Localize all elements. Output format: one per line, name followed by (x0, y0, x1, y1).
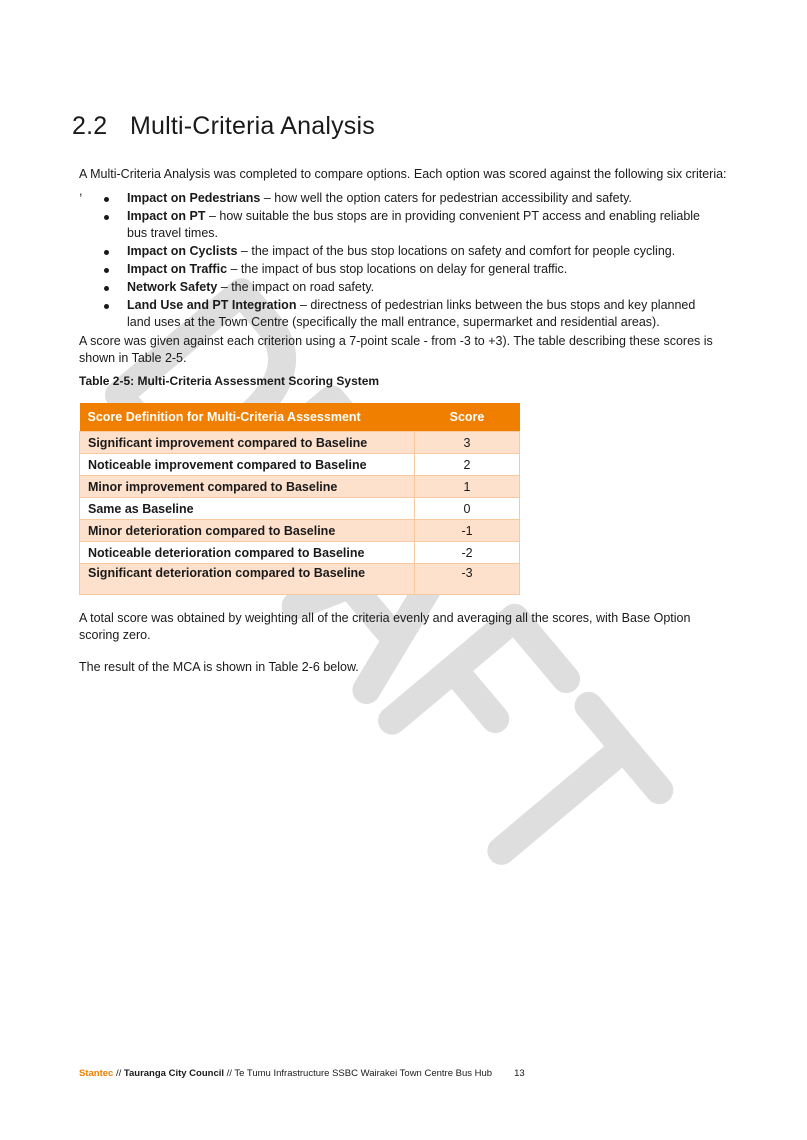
section-heading: 2.2 Multi-Criteria Analysis (72, 112, 375, 141)
bullet-icon (104, 268, 109, 273)
criterion-term: Impact on Pedestrians (127, 191, 261, 205)
page-number: 13 (514, 1068, 525, 1079)
definition-cell: Same as Baseline (79, 497, 415, 520)
table-header-row: Score Definition for Multi-Criteria Asse… (79, 403, 520, 432)
table-caption: Table 2-5: Multi-Criteria Assessment Sco… (79, 374, 380, 388)
criterion-term: Network Safety (127, 280, 218, 294)
criterion-term: Impact on Traffic (127, 262, 228, 276)
list-item: Impact on Traffic – the impact of bus st… (79, 261, 719, 278)
list-item: Impact on Pedestrians – how well the opt… (79, 190, 719, 207)
definition-cell: Significant improvement compared to Base… (79, 431, 415, 454)
table-row: Significant improvement compared to Base… (79, 431, 520, 454)
section-number: 2.2 (72, 112, 108, 140)
list-item: Network Safety – the impact on road safe… (79, 279, 719, 296)
score-cell: -3 (414, 563, 520, 595)
result-paragraph: The result of the MCA is shown in Table … (79, 660, 359, 674)
header-score: Score (414, 403, 520, 432)
score-cell: 0 (414, 497, 520, 520)
criterion-desc: – how well the option caters for pedestr… (260, 191, 632, 205)
definition-cell: Noticeable improvement compared to Basel… (79, 453, 415, 476)
criterion-term: Impact on PT (127, 209, 206, 223)
table-row: Significant deterioration compared to Ba… (79, 563, 520, 595)
header-definition: Score Definition for Multi-Criteria Asse… (79, 403, 415, 432)
criteria-list: Impact on Pedestrians – how well the opt… (79, 190, 719, 332)
criterion-term: Land Use and PT Integration (127, 298, 297, 312)
list-item: Land Use and PT Integration – directness… (79, 297, 719, 331)
criterion-desc: – the impact of the bus stop locations o… (237, 244, 676, 258)
table-row: Noticeable improvement compared to Basel… (79, 453, 520, 476)
score-cell: 3 (414, 431, 520, 454)
criterion-desc: – how suitable the bus stops are in prov… (127, 209, 701, 240)
criterion-term: Impact on Cyclists (127, 244, 238, 258)
footer-brand: Stantec (79, 1068, 114, 1079)
score-cell: 1 (414, 475, 520, 498)
definition-cell: Minor improvement compared to Baseline (79, 475, 415, 498)
criterion-desc: – the impact on road safety. (217, 280, 375, 294)
table-row: Noticeable deterioration compared to Bas… (79, 541, 520, 564)
score-cell: -2 (414, 541, 520, 564)
table-row: Minor deterioration compared to Baseline… (79, 519, 520, 542)
definition-cell: Minor deterioration compared to Baseline (79, 519, 415, 542)
intro-paragraph: A Multi-Criteria Analysis was completed … (79, 167, 727, 198)
definition-cell: Noticeable deterioration compared to Bas… (79, 541, 415, 564)
bullet-icon (104, 304, 109, 309)
section-title: Multi-Criteria Analysis (130, 112, 375, 140)
definition-cell: Significant deterioration compared to Ba… (79, 563, 415, 595)
total-paragraph: A total score was obtained by weighting … (79, 611, 691, 642)
footer-sep: // (113, 1068, 124, 1079)
criterion-desc: – the impact of bus stop locations on de… (227, 262, 568, 276)
bullet-icon (104, 197, 109, 202)
page-footer: Stantec // Tauranga City Council // Te T… (79, 1068, 525, 1079)
list-item: Impact on Cyclists – the impact of the b… (79, 243, 719, 260)
footer-client: Tauranga City Council (123, 1068, 225, 1079)
bullet-icon (104, 215, 109, 220)
list-item: Impact on PT – how suitable the bus stop… (79, 208, 719, 242)
scale-paragraph: A score was given against each criterion… (79, 334, 713, 365)
score-cell: -1 (414, 519, 520, 542)
score-cell: 2 (414, 453, 520, 476)
bullet-icon (104, 286, 109, 291)
bullet-icon (104, 250, 109, 255)
footer-project: // Te Tumu Infrastructure SSBC Wairakei … (224, 1068, 493, 1079)
scoring-table: Score Definition for Multi-Criteria Asse… (79, 403, 520, 595)
